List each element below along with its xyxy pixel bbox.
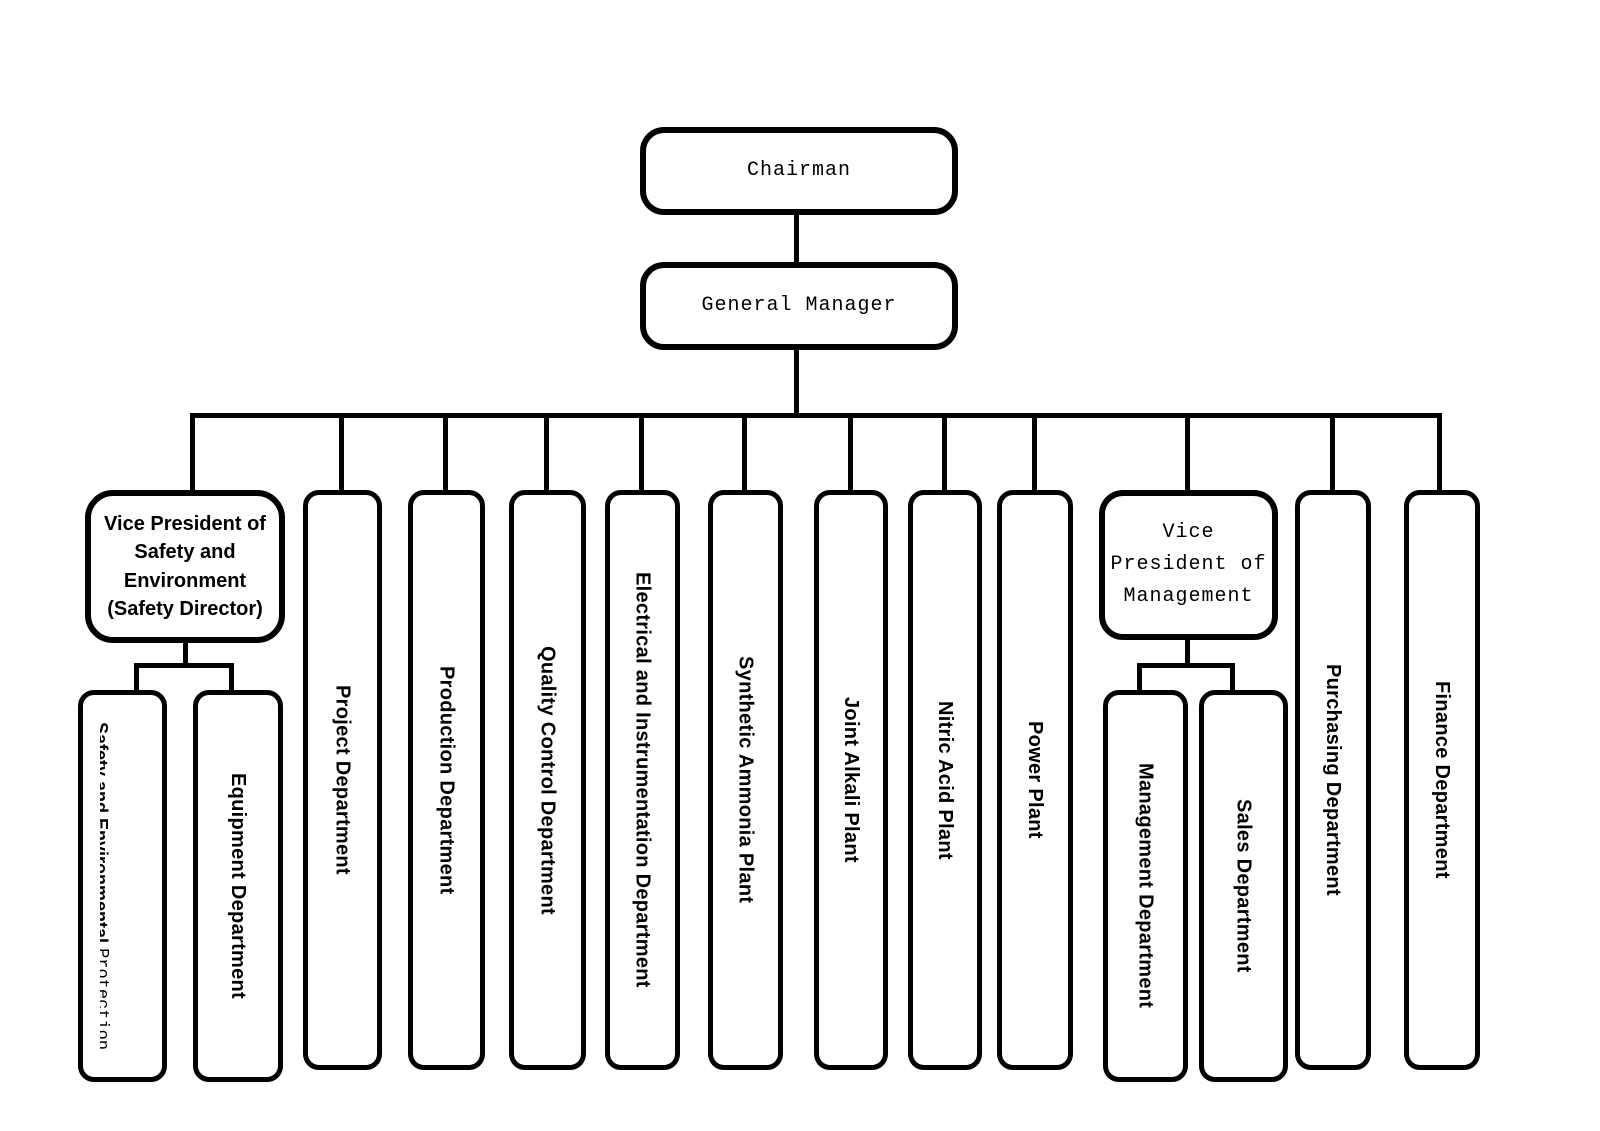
drop-safety-env [134,663,139,690]
management-label: Management Department [1134,763,1157,1009]
sales-label: Sales Department [1232,799,1255,973]
node-production-department: Production Department [408,490,485,1070]
safety-environmental-label: Safety and Environmental Protection Depa… [91,699,148,1073]
drop-management [1137,663,1142,690]
connector-gm-bus [794,350,799,413]
connector-main-bus [190,413,1442,418]
joint-alkali-label: Joint Alkali Plant [840,697,862,863]
production-department-label: Production Department [435,665,458,895]
nitric-acid-label: Nitric Acid Plant [934,700,956,860]
minibus-management [1137,663,1235,668]
node-joint-alkali-plant: Joint Alkali Plant [814,490,888,1070]
purchasing-label: Purchasing Department [1322,664,1344,896]
connector-chairman-gm [794,215,799,262]
drop-finance [1437,413,1442,490]
power-plant-label: Power Plant [1024,721,1046,839]
node-general-manager: General Manager [640,262,958,350]
node-nitric-acid-plant: Nitric Acid Plant [908,490,982,1070]
drop-vp-management [1185,413,1190,490]
safety-environmental-label-bold: Safety and Environmental [91,721,111,949]
node-purchasing-department: Purchasing Department [1295,490,1371,1070]
electrical-label: Electrical and Instrumentation Departmen… [631,572,654,988]
drop-equipment [229,663,234,690]
project-department-label: Project Department [331,685,354,875]
synthetic-ammonia-label: Synthetic Ammonia Plant [734,656,757,904]
chairman-label: Chairman [746,159,851,182]
node-synthetic-ammonia-plant: Synthetic Ammonia Plant [708,490,783,1070]
connector-vpsafety-minibus [183,643,188,665]
connector-vpmgmt-minibus [1185,640,1190,665]
node-project-department: Project Department [303,490,382,1070]
vp-safety-label: Vice President of Safety and Environment… [104,512,266,620]
node-chairman: Chairman [640,127,958,215]
node-quality-control-department: Quality Control Department [509,490,586,1070]
node-finance-department: Finance Department [1404,490,1480,1070]
node-electrical-instrumentation-department: Electrical and Instrumentation Departmen… [605,490,680,1070]
node-vp-safety: Vice President of Safety and Environment… [85,490,285,643]
node-equipment-department: Equipment Department [193,690,283,1082]
node-management-department: Management Department [1103,690,1188,1082]
safety-environmental-label-typewriter: Protection Department [92,948,111,1051]
drop-power [1032,413,1037,490]
node-vp-management: Vice President of Management [1099,490,1278,640]
drop-electrical [639,413,644,490]
drop-joint-alkali [848,413,853,490]
general-manager-label: General Manager [701,294,897,317]
minibus-safety [134,663,234,668]
vp-management-label: Vice President of Management [1110,521,1267,608]
drop-purchasing [1330,413,1335,490]
drop-project [339,413,344,490]
drop-sales [1230,663,1235,690]
node-safety-environmental-protection-department: Safety and Environmental Protection Depa… [78,690,167,1082]
quality-control-label: Quality Control Department [536,645,559,915]
equipment-label: Equipment Department [227,772,249,1000]
drop-quality [544,413,549,490]
node-power-plant: Power Plant [997,490,1073,1070]
finance-label: Finance Department [1431,681,1453,879]
drop-vp-safety [190,413,195,490]
drop-ammonia [742,413,747,490]
drop-nitric [942,413,947,490]
node-sales-department: Sales Department [1199,690,1288,1082]
drop-production [443,413,448,490]
